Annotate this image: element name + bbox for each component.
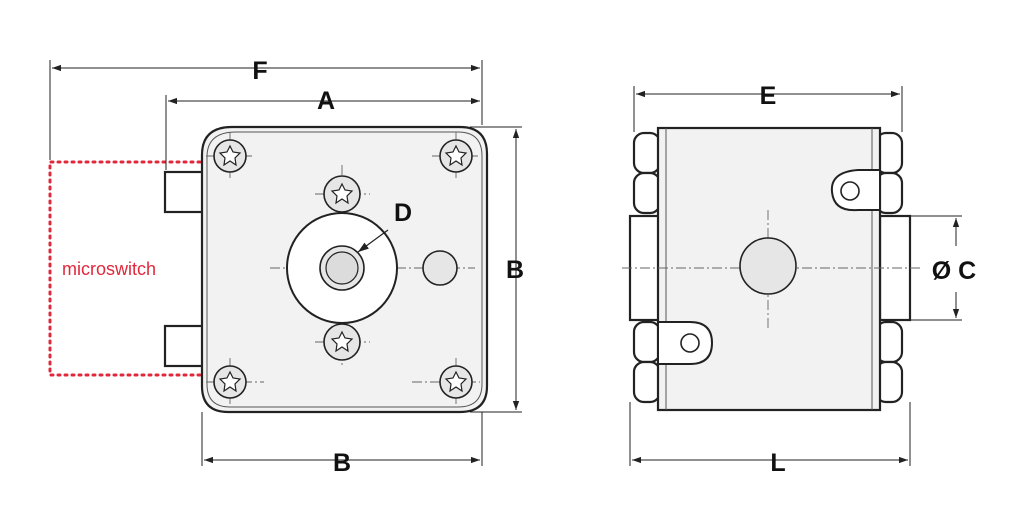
dim-F xyxy=(49,60,483,160)
screw-bottom-left xyxy=(206,358,264,406)
dim-E xyxy=(633,86,903,132)
side-center-hole xyxy=(739,237,797,295)
tag-bottom-left xyxy=(657,321,714,365)
dim-A xyxy=(165,95,480,170)
label-A: A xyxy=(317,87,335,115)
label-E: E xyxy=(760,82,777,110)
tag-top-right xyxy=(830,169,881,212)
screw-center-top xyxy=(315,175,370,213)
d-leader xyxy=(357,229,389,253)
base-plate-edge xyxy=(206,131,483,408)
label-F: F xyxy=(252,57,267,85)
label-D: D xyxy=(394,199,412,227)
front-view xyxy=(48,60,522,466)
screw-top-left xyxy=(206,132,254,180)
cap-left-4 xyxy=(632,360,662,404)
switch-tab-bottom xyxy=(163,324,207,368)
switch-tab-top xyxy=(163,170,207,214)
label-B-right: B xyxy=(506,256,524,284)
side-pin xyxy=(422,250,458,286)
cap-left-3 xyxy=(632,320,662,364)
screw-top-right xyxy=(432,132,480,180)
dim-B-bottom xyxy=(201,412,483,466)
label-L: L xyxy=(770,449,785,477)
cap-left-2 xyxy=(632,171,662,215)
dim-B-right xyxy=(470,126,522,413)
label-C: Ø C xyxy=(932,257,976,285)
screw-bottom-right xyxy=(412,358,480,406)
dim-L xyxy=(629,402,911,466)
side-view xyxy=(622,86,962,466)
label-B-bottom: B xyxy=(333,449,351,477)
cap-left-1 xyxy=(632,131,662,175)
microswitch-label: microswitch xyxy=(62,259,156,279)
dim-C xyxy=(910,215,962,321)
